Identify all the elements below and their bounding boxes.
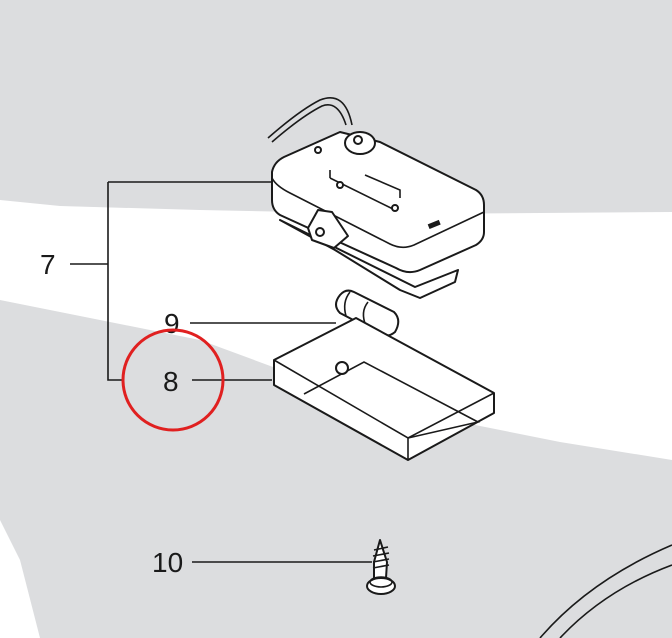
arc-outer (539, 544, 672, 638)
bracket-7 (70, 181, 272, 381)
callout-9: 9 (164, 308, 180, 339)
callout-7: 7 (40, 249, 56, 280)
part-8-tray (273, 317, 495, 461)
callout-10: 10 (152, 547, 183, 578)
white-wedge (0, 520, 40, 638)
part-10-screw (366, 539, 396, 595)
arc-inner (559, 564, 672, 638)
highlight-circle (121, 328, 225, 432)
part-unit-7 (267, 97, 485, 299)
callout-8: 8 (163, 366, 179, 397)
